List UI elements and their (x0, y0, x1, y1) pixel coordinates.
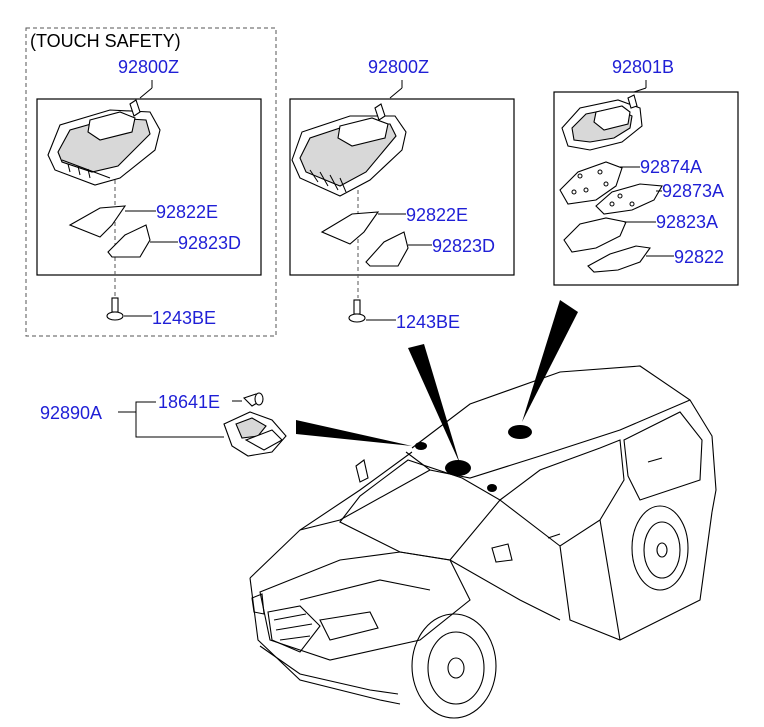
vanity-lamp[interactable] (223, 411, 287, 457)
standard-lens-a-label[interactable]: 92822E (406, 205, 468, 225)
rear-pcb-label[interactable]: 92874A (640, 157, 702, 177)
vanity-assembly-label[interactable]: 92890A (40, 403, 102, 423)
rear-lamp-housing[interactable] (561, 94, 643, 151)
rear-lens-a-label[interactable]: 92823A (656, 212, 718, 232)
standard-lens-a[interactable] (320, 211, 380, 245)
touch-safety-dashed-frame (25, 27, 277, 337)
rear-lens-b[interactable] (587, 245, 651, 273)
standard-assembly-label[interactable]: 92800Z (368, 57, 429, 77)
rear-gasket[interactable] (595, 183, 663, 215)
group-vanity: 92890A 18641E (40, 392, 287, 457)
touch-safety-lamp-housing[interactable] (47, 99, 161, 186)
rear-gasket-label[interactable]: 92873A (662, 181, 724, 201)
rear-lens-b-label[interactable]: 92822 (674, 247, 724, 267)
standard-screw-label[interactable]: 1243BE (396, 312, 460, 332)
touch-safety-lens-b-label[interactable]: 92823D (178, 233, 241, 253)
group-rear: 92801B 92874A 92873A 92823A 92822 (553, 57, 739, 286)
touch-safety-screw-label[interactable]: 1243BE (152, 308, 216, 328)
standard-lamp-housing[interactable] (291, 103, 407, 197)
touch-safety-lens-a[interactable] (68, 205, 127, 238)
rear-box (553, 91, 739, 286)
pointer-wedges (296, 300, 578, 464)
standard-lens-b-label[interactable]: 92823D (432, 236, 495, 256)
rear-lens-a[interactable] (563, 217, 627, 253)
touch-safety-assembly-label[interactable]: 92800Z (118, 57, 179, 77)
rear-assembly-label[interactable]: 92801B (612, 57, 674, 77)
vanity-bulb-label[interactable]: 18641E (158, 392, 220, 412)
car-illustration (249, 365, 717, 719)
touch-safety-screw[interactable] (106, 297, 124, 321)
standard-box (289, 98, 515, 276)
touch-safety-caption: (TOUCH SAFETY) (30, 31, 181, 51)
touch-safety-box (36, 98, 262, 276)
group-standard: 92800Z 92822E 92823D 1243BE (289, 57, 515, 332)
car-spot-vanity (415, 442, 427, 450)
car-spot-front (445, 460, 471, 476)
standard-lens-b[interactable] (365, 231, 409, 267)
car-spot-rear (508, 425, 532, 439)
touch-safety-lens-a-label[interactable]: 92822E (156, 202, 218, 222)
group-touch-safety: (TOUCH SAFETY) 92800Z 92822E 92823D (25, 27, 277, 337)
touch-safety-lens-b[interactable] (107, 224, 151, 258)
vanity-bulb[interactable] (242, 392, 264, 407)
standard-screw[interactable] (348, 299, 366, 323)
